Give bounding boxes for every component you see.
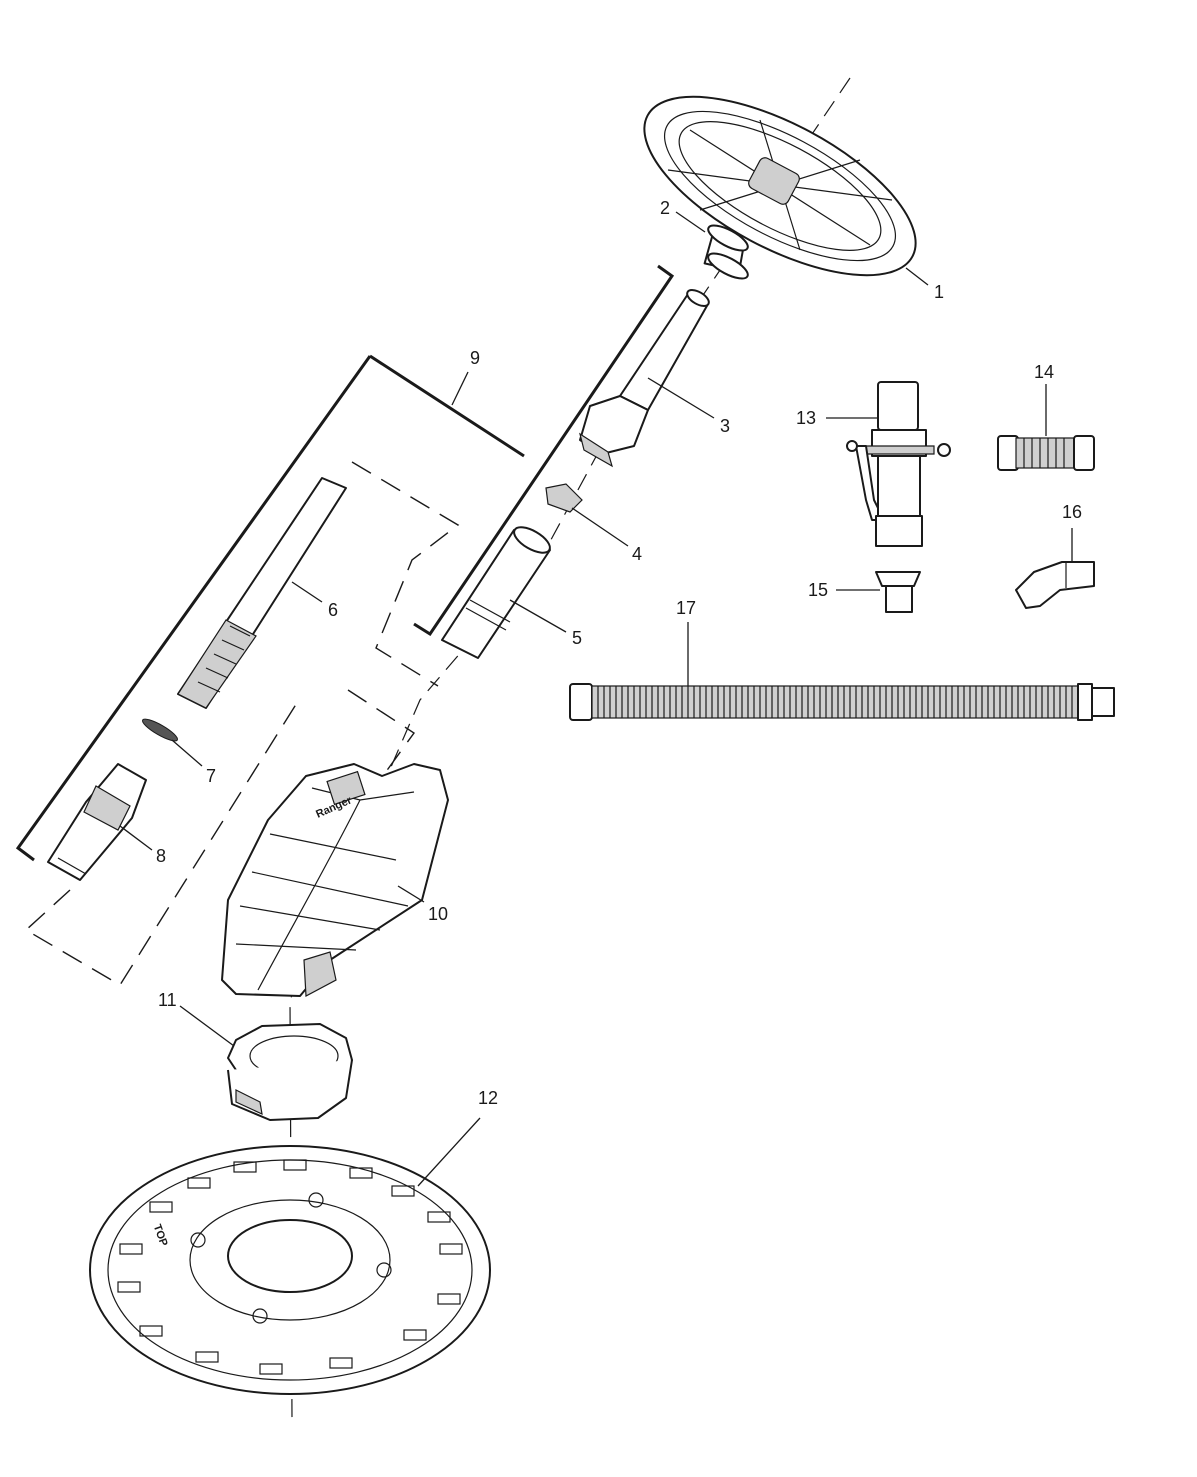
part-12-base-disc: TOP — [89, 1145, 491, 1395]
leader-1 — [905, 267, 929, 286]
leader-2 — [675, 211, 706, 233]
callout-10: 10 — [428, 904, 448, 924]
part-17-long-hose — [569, 683, 1115, 721]
part-16-elbow — [1015, 561, 1095, 609]
part-2-collar — [703, 224, 749, 280]
leader-12 — [417, 1117, 481, 1187]
callout-2: 2 — [660, 198, 670, 218]
part-1-top-disc — [643, 95, 917, 277]
part-15-small-adapter — [875, 571, 921, 613]
callout-3: 3 — [720, 416, 730, 436]
callout-11: 11 — [158, 990, 177, 1010]
callout-9: 9 — [470, 348, 480, 368]
part-8-handle — [47, 763, 147, 881]
callout-8: 8 — [156, 846, 166, 866]
part-10-cleaner-body: Ranger — [221, 763, 449, 997]
leader-4 — [571, 507, 629, 547]
callout-16: 16 — [1062, 502, 1082, 522]
leader-7 — [171, 739, 203, 767]
leader-6 — [291, 581, 323, 603]
callout-13: 13 — [796, 408, 816, 428]
part-4-clip — [545, 483, 583, 513]
part-6-threaded-tube — [177, 477, 347, 709]
part-14-short-hose — [997, 435, 1095, 471]
kit-outline-8-10 — [24, 689, 415, 986]
callout-17: 17 — [676, 598, 696, 618]
callout-1: 1 — [934, 282, 944, 302]
kit-outline-6-5 — [351, 461, 460, 687]
callout-4: 4 — [632, 544, 642, 564]
callout-5: 5 — [572, 628, 582, 648]
part-3-upper-tube — [579, 289, 710, 468]
part-11-adapter — [227, 1023, 353, 1121]
leader-11 — [179, 1005, 235, 1047]
leader-9 — [451, 371, 469, 406]
callout-12: 12 — [478, 1088, 498, 1108]
callout-14: 14 — [1034, 362, 1054, 382]
part-13-flow-valve — [846, 381, 951, 547]
leader-10 — [397, 885, 425, 903]
callout-6: 6 — [328, 600, 338, 620]
callout-15: 15 — [808, 580, 828, 600]
kit-bracket-9 — [15, 264, 675, 862]
leader-8 — [119, 825, 153, 851]
callout-7: 7 — [206, 766, 216, 786]
leader-5 — [509, 599, 567, 633]
leader-3 — [647, 377, 715, 419]
part-5-middle-tube — [441, 526, 551, 659]
part-7-o-ring — [142, 718, 179, 742]
